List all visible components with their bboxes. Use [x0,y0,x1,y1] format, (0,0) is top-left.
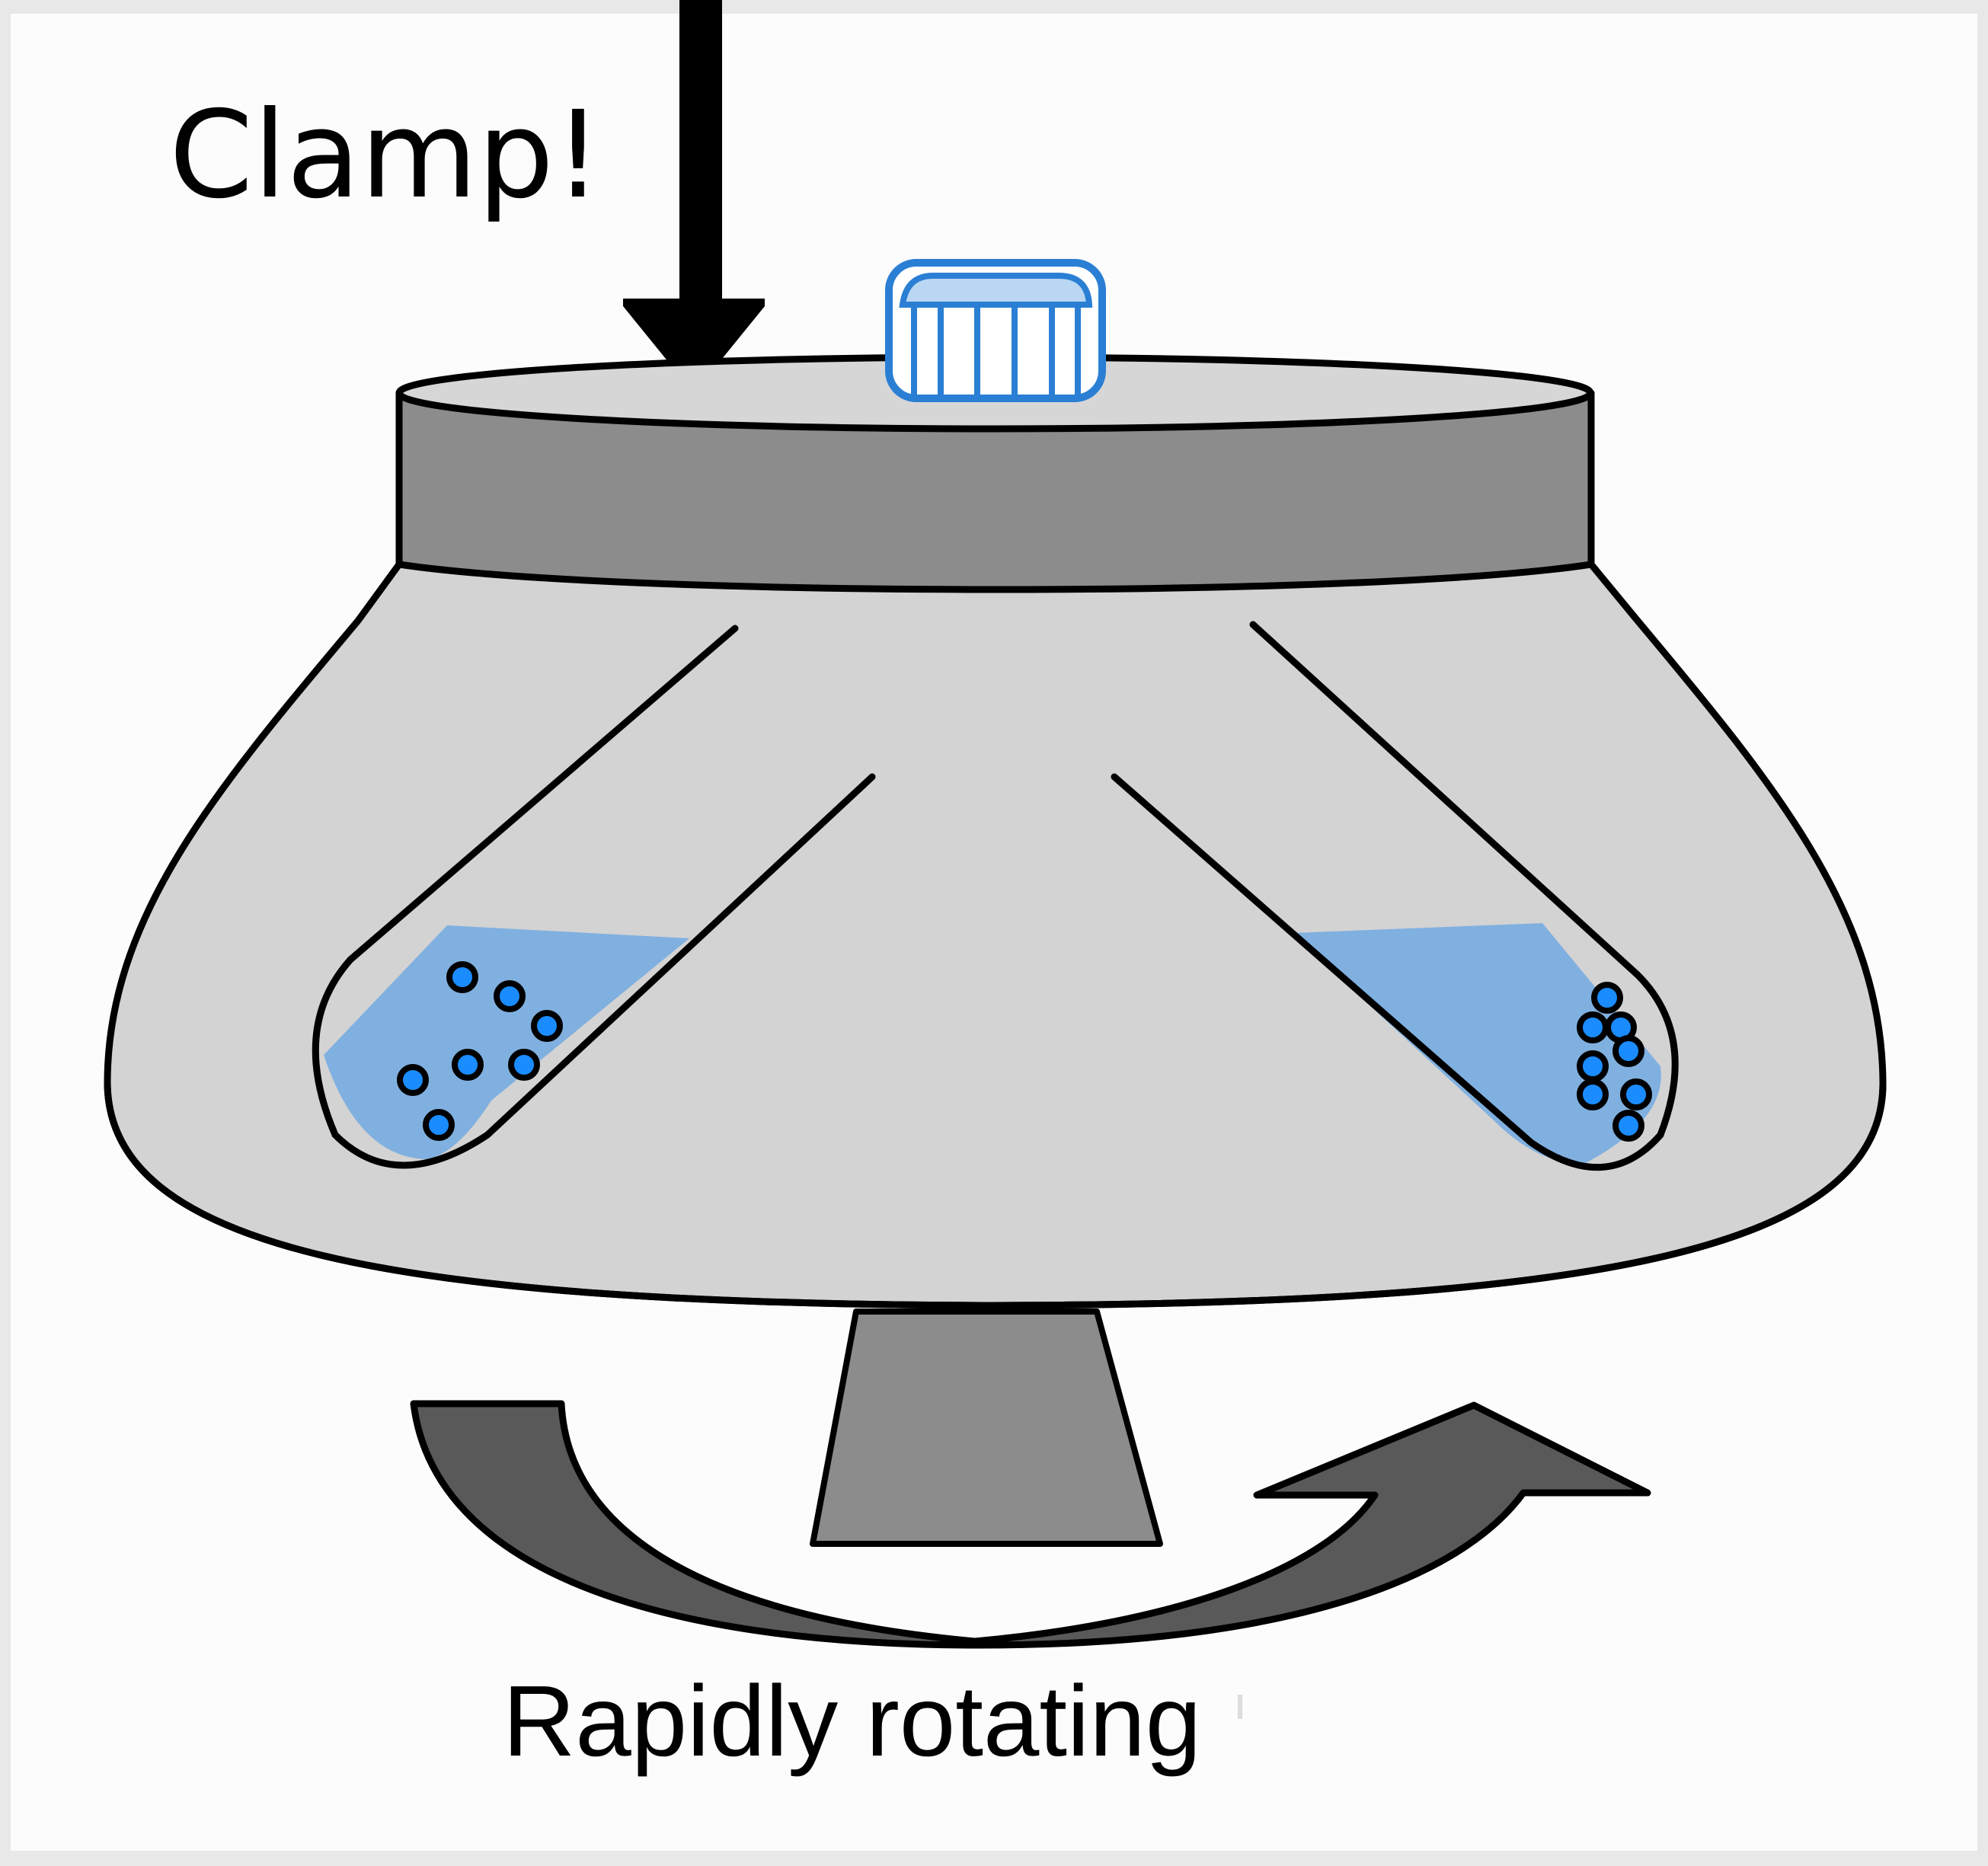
left-tube [312,625,876,1169]
right-tube-particles [1577,982,1652,1142]
right-tube [1111,621,1679,1171]
lid-knob [885,259,1106,402]
left-tube-liquid [324,925,689,1159]
pelleted-particle [1577,1050,1609,1082]
lid-knob-cap [899,273,1093,308]
pelleted-particle [1577,1011,1609,1043]
left-tube-particles [397,961,563,1141]
lid-knob-ridges [911,305,1081,398]
suspended-particle [452,1049,484,1081]
pelleted-particle [1612,1110,1644,1142]
pelleted-particle [1577,1078,1609,1110]
lid-band [395,389,1595,593]
right-tube-liquid [1293,923,1661,1165]
clamp-label: Clamp! [169,85,602,225]
pelleted-particle [1591,982,1623,1014]
suspended-particle [446,961,478,993]
clamp-arrow [623,0,765,387]
right-tube-outline [1111,621,1679,1171]
pelleted-particle [1612,1035,1644,1067]
rotor-body-bottom-edge [104,1081,1887,1309]
suspended-particle [423,1109,455,1141]
clipped-glyph [1238,1695,1242,1719]
rotor-body [104,561,1887,1309]
suspended-particle [494,980,526,1012]
suspended-particle [397,1064,429,1096]
rotor-stand [810,1308,1163,1547]
pelleted-particle [1620,1078,1652,1110]
rotating-label: Rapidly rotating [503,1665,1201,1777]
suspended-particle [508,1049,540,1081]
suspended-particle [531,1010,563,1042]
left-tube-outline [312,625,876,1169]
clamp-arrow-head [623,299,765,387]
clamp-arrow-shaft [679,0,722,305]
rotation-arrow [410,1400,1651,1649]
